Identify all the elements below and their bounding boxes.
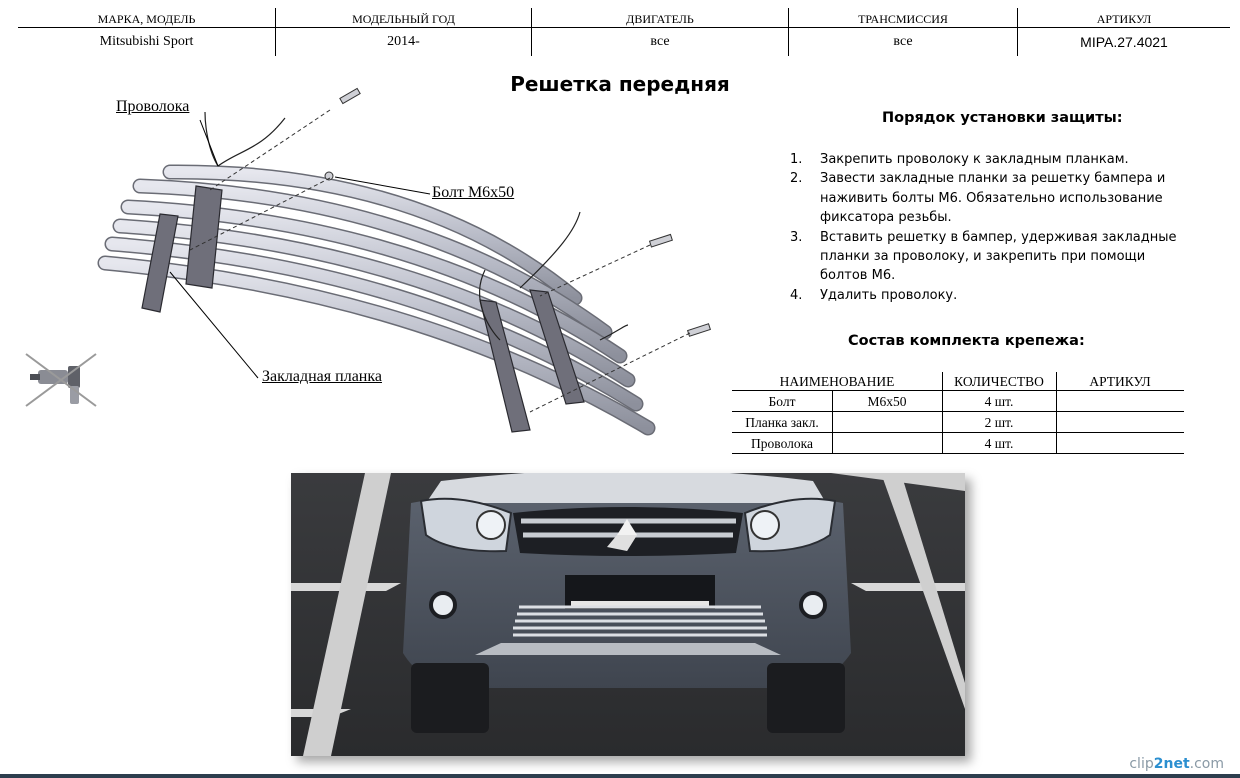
header-col-engine: ДВИГАТЕЛЬ все	[532, 8, 788, 56]
callout-leaders	[169, 119, 431, 379]
page-title: Решетка передняя	[510, 72, 730, 96]
grille-drawing	[97, 87, 712, 436]
kit-row-spec	[832, 413, 942, 432]
step-text: Удалить проволоку.	[820, 287, 958, 303]
header-value-year: 2014-	[387, 34, 420, 49]
callout-wire: Проволока	[116, 98, 190, 115]
step-number: 2.	[790, 171, 803, 187]
clip2net-watermark: clip2net.com	[1129, 756, 1224, 772]
kit-header-qty: КОЛИЧЕСТВО	[954, 374, 1044, 389]
header-label-model: МАРКА, МОДЕЛЬ	[97, 12, 196, 26]
header-col-year: МОДЕЛЬНЫЙ ГОД 2014-	[276, 8, 531, 56]
header-col-article: АРТИКУЛ MIPA.27.4021	[1018, 8, 1230, 56]
kit-row-spec: М6х50	[867, 394, 907, 409]
kit-header-name: НАИМЕНОВАНИЕ	[779, 374, 895, 389]
kit-rule	[732, 432, 1184, 433]
header-divider	[18, 27, 1230, 28]
header-label-engine: ДВИГАТЕЛЬ	[626, 12, 694, 26]
header-value-transmission: все	[893, 34, 913, 49]
callout-plate: Закладная планка	[262, 368, 382, 385]
kit-row-name: Планка закл.	[745, 415, 819, 430]
header-value-article: MIPA.27.4021	[1080, 34, 1168, 50]
spec-header-table: МАРКА, МОДЕЛЬ Mitsubishi Sport МОДЕЛЬНЫЙ…	[18, 8, 1230, 56]
header-separator	[531, 8, 532, 56]
dash-lines	[189, 109, 691, 413]
step-number: 4.	[790, 287, 803, 303]
no-impact-wrench-icon	[25, 353, 97, 407]
install-steps-list: 1. Закрепить проволоку к закладным планк…	[790, 150, 1190, 305]
kit-rule	[732, 390, 1184, 391]
step-text: Завести закладные планки за решетку бамп…	[820, 171, 1166, 226]
watermark-text-b: 2net	[1153, 756, 1190, 772]
car-front-illustration	[291, 473, 965, 756]
kit-table: НАИМЕНОВАНИЕ КОЛИЧЕСТВО АРТИКУЛ Болт М6х…	[732, 372, 1184, 454]
install-title: Порядок установки защиты:	[882, 110, 1123, 126]
kit-col-sep	[942, 372, 943, 454]
step-text: Вставить решетку в бампер, удерживая зак…	[820, 229, 1177, 284]
install-step: 2. Завести закладные планки за решетку б…	[790, 169, 1190, 227]
car-photo	[291, 473, 965, 756]
header-separator	[1017, 8, 1018, 56]
header-separator	[275, 8, 276, 56]
bottom-bar	[0, 774, 1240, 778]
install-step: 1. Закрепить проволоку к закладным планк…	[790, 150, 1190, 169]
header-col-model: МАРКА, МОДЕЛЬ Mitsubishi Sport	[18, 8, 275, 56]
wires	[204, 111, 629, 341]
kit-row-qty: 4 шт.	[984, 394, 1014, 409]
install-step: 3. Вставить решетку в бампер, удерживая …	[790, 228, 1190, 286]
header-value-engine: все	[650, 34, 670, 49]
kit-rule	[732, 411, 1184, 412]
step-number: 3.	[790, 229, 803, 245]
kit-row-name: Проволока	[751, 436, 813, 451]
header-col-transmission: ТРАНСМИССИЯ все	[789, 8, 1017, 56]
watermark-text-a: clip	[1129, 756, 1154, 772]
kit-header-article: АРТИКУЛ	[1089, 374, 1151, 389]
mounting-plates	[141, 185, 585, 433]
header-separator	[788, 8, 789, 56]
watermark-text-c: .com	[1189, 756, 1224, 772]
kit-row-name: Болт	[768, 394, 796, 409]
step-text: Закрепить проволоку к закладным планкам.	[820, 152, 1129, 167]
header-label-year: МОДЕЛЬНЫЙ ГОД	[352, 12, 455, 26]
step-number: 1.	[790, 152, 803, 167]
kit-rule	[732, 453, 1184, 454]
header-label-article: АРТИКУЛ	[1096, 12, 1152, 26]
callout-bolt: Болт М6х50	[432, 184, 515, 201]
kit-row-qty: 4 шт.	[984, 436, 1014, 451]
kit-col-sep	[1056, 372, 1057, 454]
bolts	[324, 87, 712, 337]
header-label-transmission: ТРАНСМИССИЯ	[858, 12, 948, 26]
kit-col-sep	[832, 390, 833, 454]
kit-row-qty: 2 шт.	[984, 415, 1014, 430]
header-value-model: Mitsubishi Sport	[99, 34, 194, 49]
kit-row-spec	[832, 434, 942, 453]
install-step: 4. Удалить проволоку.	[790, 286, 1190, 305]
kit-title: Состав комплекта крепежа:	[848, 333, 1085, 349]
